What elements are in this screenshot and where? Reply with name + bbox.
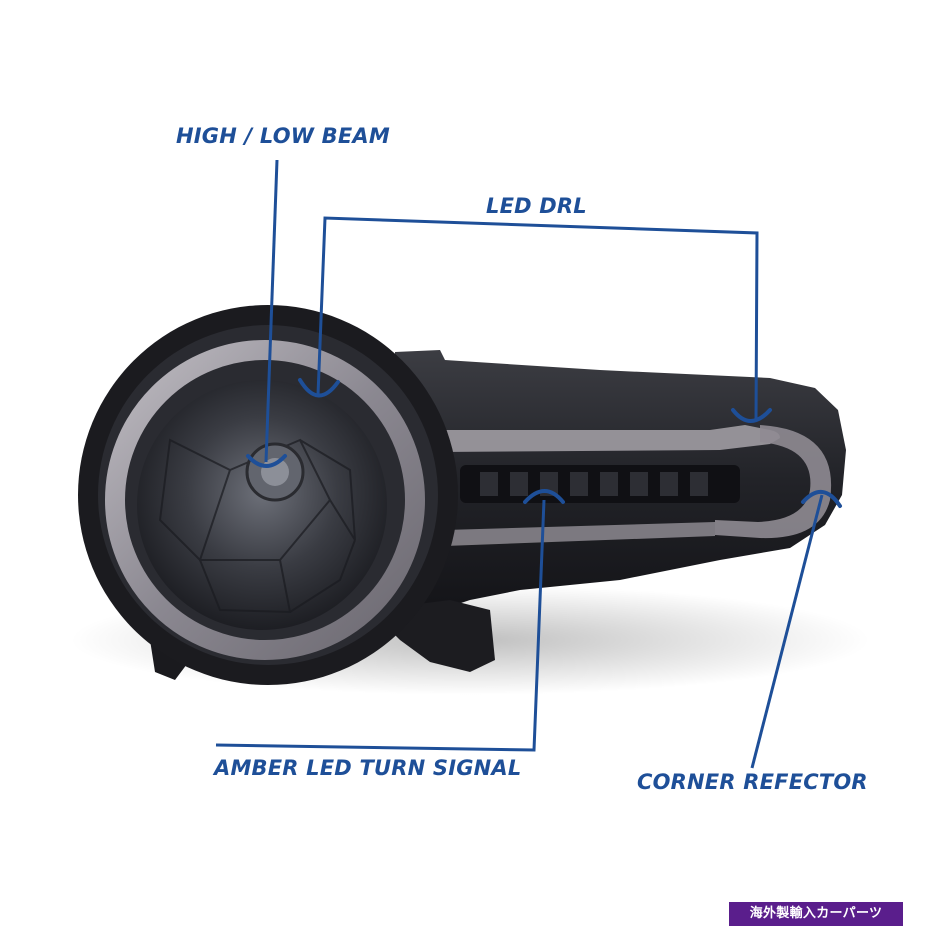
callout-amber-turn-signal: AMBER LED TURN SIGNAL bbox=[214, 756, 522, 780]
turn-signal-leds bbox=[480, 472, 708, 496]
drl-strip-lower bbox=[445, 522, 715, 546]
callout-arrowheads bbox=[246, 378, 842, 508]
headlight-lens bbox=[137, 380, 387, 630]
drl-strip-upper bbox=[435, 425, 780, 452]
callout-high-low-beam: HIGH / LOW BEAM bbox=[176, 124, 390, 148]
callout-led-drl: LED DRL bbox=[486, 194, 587, 218]
watermark-badge: 海外製輸入カーパーツ bbox=[729, 902, 903, 926]
callout-lines bbox=[215, 159, 824, 769]
callout-corner-reflector: CORNER REFECTOR bbox=[637, 770, 868, 794]
drl-c-ring bbox=[715, 425, 832, 539]
halo-ring bbox=[105, 340, 425, 660]
